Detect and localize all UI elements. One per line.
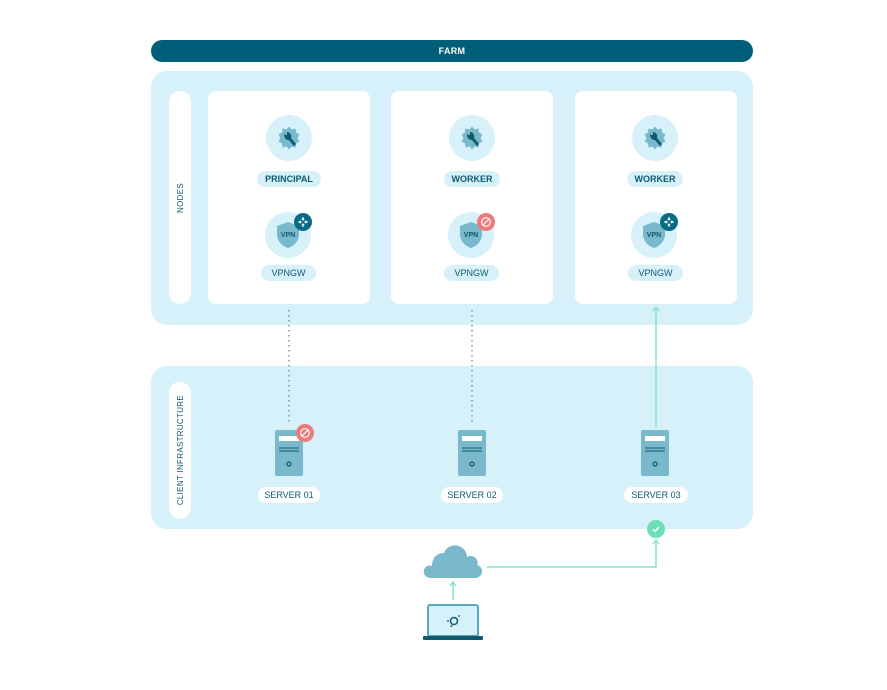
node-role-icon-circle: [266, 115, 312, 161]
node-role-label: PRINCIPAL: [257, 171, 321, 187]
server-icon: [458, 430, 486, 476]
farm-header: FARM: [151, 40, 753, 62]
check-icon: [647, 520, 665, 538]
server-03-arrowhead: [652, 305, 660, 312]
server-03[interactable]: [641, 430, 669, 481]
client-section-label: CLIENT INFRASTRUCTURE: [169, 382, 191, 519]
server-label: SERVER 03: [624, 487, 688, 503]
farm-title: FARM: [438, 46, 466, 56]
gear-wrench-icon: [461, 126, 483, 150]
cloud-icon: [423, 545, 483, 578]
vpn-text: VPN: [464, 232, 478, 239]
vpn-text: VPN: [647, 232, 661, 239]
cloud-to-server-03-link: [487, 541, 657, 568]
vpn-gateway-label: VPNGW: [444, 265, 499, 281]
vpn-gateway-label: VPNGW: [261, 265, 316, 281]
server-icon: [275, 430, 303, 476]
laptop-icon: [423, 604, 483, 640]
server-01[interactable]: [275, 430, 303, 481]
gear-wrench-icon: [278, 126, 300, 150]
prohibited-icon: [296, 424, 314, 442]
vpn-shield-icon: VPN: [643, 222, 665, 248]
vpn-gateway-label: VPNGW: [628, 265, 683, 281]
node-role-icon-circle: [632, 115, 678, 161]
gear-wrench-icon: [644, 126, 666, 150]
laptop-to-cloud-arrowhead: [449, 580, 457, 587]
client-laptop[interactable]: [422, 604, 484, 647]
server-label: SERVER 02: [441, 487, 503, 503]
node-role-label: WORKER: [627, 171, 683, 187]
vpn-text: VPN: [281, 232, 295, 239]
server-02[interactable]: [458, 430, 486, 481]
cloud: [423, 544, 483, 585]
prohibited-icon: [477, 213, 495, 231]
server-label: SERVER 01: [258, 487, 320, 503]
node-role-icon-circle: [449, 115, 495, 161]
cloud-to-server-03-arrowhead: [652, 538, 660, 545]
vpn-icon-circle: VPN: [448, 212, 494, 258]
node-role-label: WORKER: [444, 171, 500, 187]
server-icon: [641, 430, 669, 476]
vpn-icon-circle: VPN: [631, 212, 677, 258]
nodes-section-label: NODES: [169, 91, 191, 304]
network-arrows-icon: [660, 213, 678, 231]
vpn-shield-icon: VPN: [277, 222, 299, 248]
vpn-shield-icon: VPN: [460, 222, 482, 248]
network-arrows-icon: [294, 213, 312, 231]
